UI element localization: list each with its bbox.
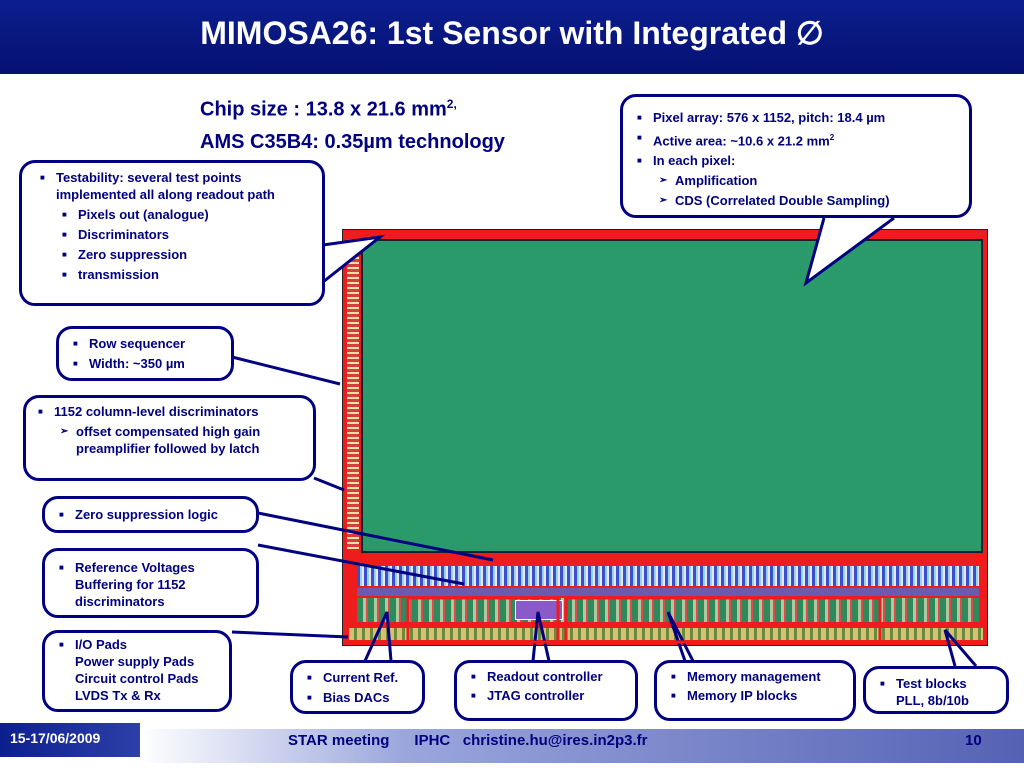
footer-bar	[140, 729, 1024, 763]
memory-item: Memory IP blocks	[667, 687, 847, 704]
discriminators-callout: 1152 column-level discriminators offset …	[23, 395, 316, 481]
title-bar: MIMOSA26: 1st Sensor with Integrated ∅	[0, 0, 1024, 78]
io-line: LVDS Tx & Rx	[75, 688, 161, 703]
footer-email: christine.hu@ires.in2p3.fr	[462, 732, 648, 749]
testability-item: Testability: several test points impleme…	[36, 169, 314, 203]
readout-item: Readout controller	[467, 669, 629, 685]
disc-subitem: offset compensated high gain preamplifie…	[56, 423, 305, 457]
pixel-array-callout: Pixel array: 576 x 1152, pitch: 18.4 µm …	[620, 94, 972, 218]
pixel-subitem: Amplification	[655, 172, 959, 189]
current-item: Current Ref.	[303, 669, 416, 686]
row-item: Width: ~350 µm	[69, 355, 225, 372]
highlight-readout	[406, 596, 560, 644]
page-number: 10	[965, 732, 982, 749]
memory-item: Memory management	[667, 669, 847, 685]
pixel-item: Pixel array: 576 x 1152, pitch: 18.4 µm	[633, 109, 959, 126]
zero-item: Zero suppression logic	[55, 506, 250, 523]
io-line: Power supply Pads	[75, 654, 195, 669]
disc-item: 1152 column-level discriminators	[34, 403, 305, 420]
test-line: PLL, 8b/10b	[896, 693, 969, 708]
slide-title: MIMOSA26: 1st Sensor with Integrated ∅	[200, 15, 824, 51]
row-sequencer-callout: Row sequencer Width: ~350 µm	[56, 326, 234, 381]
pixel-subitem: CDS (Correlated Double Sampling)	[655, 192, 959, 209]
footer: 15-17/06/2009 STAR meeting IPHC christin…	[0, 723, 1024, 768]
pixel-array	[361, 239, 983, 553]
io-pads-callout: I/O Pads Power supply Pads Circuit contr…	[42, 630, 232, 712]
footer-date: 15-17/06/2009	[10, 730, 101, 746]
io-line: Circuit control Pads	[75, 671, 199, 686]
zero-suppression-callout: Zero suppression logic	[42, 496, 259, 533]
test-line: Test blocks	[876, 675, 1000, 692]
current-item: Bias DACs	[303, 689, 416, 706]
test-blocks-callout: Test blocks PLL, 8b/10b	[863, 666, 1009, 714]
discriminator-area	[357, 566, 979, 586]
memory-callout: Memory management Memory IP blocks	[654, 660, 856, 721]
current-ref-callout: Current Ref. Bias DACs	[290, 660, 425, 714]
footer-center: STAR meeting IPHC christine.hu@ires.in2p…	[288, 732, 647, 749]
testability-subitem: Zero suppression	[58, 246, 314, 263]
testability-subitem: Pixels out (analogue)	[58, 206, 314, 223]
pad-ring	[349, 628, 983, 640]
footer-meeting: STAR meeting	[288, 732, 390, 749]
testability-subitem: transmission	[58, 266, 314, 283]
ref-item: Reference Voltages Buffering for 1152 di…	[55, 559, 246, 610]
readout-item: JTAG controller	[467, 687, 629, 704]
technology: AMS C35B4: 0.35µm technology	[200, 131, 505, 153]
chip-size: Chip size : 13.8 x 21.6 mm2,	[200, 97, 457, 121]
pixel-item: Active area: ~10.6 x 21.2 mm2	[633, 129, 959, 149]
testability-subitem: Discriminators	[58, 226, 314, 243]
io-line: I/O Pads	[55, 636, 223, 653]
testability-callout: Testability: several test points impleme…	[19, 160, 325, 306]
footer-date-bar: 15-17/06/2009	[0, 723, 140, 757]
footer-institute: IPHC	[414, 732, 451, 749]
readout-callout: Readout controller JTAG controller	[454, 660, 638, 721]
readout-logic-area	[357, 598, 979, 622]
highlight-memory	[564, 596, 882, 644]
chip-die-image	[342, 229, 988, 646]
pixel-item: In each pixel:	[633, 152, 959, 169]
reference-voltages-callout: Reference Voltages Buffering for 1152 di…	[42, 548, 259, 618]
zero-suppression-area	[357, 588, 979, 596]
row-sequencer-area	[347, 239, 359, 549]
row-item: Row sequencer	[69, 335, 225, 352]
